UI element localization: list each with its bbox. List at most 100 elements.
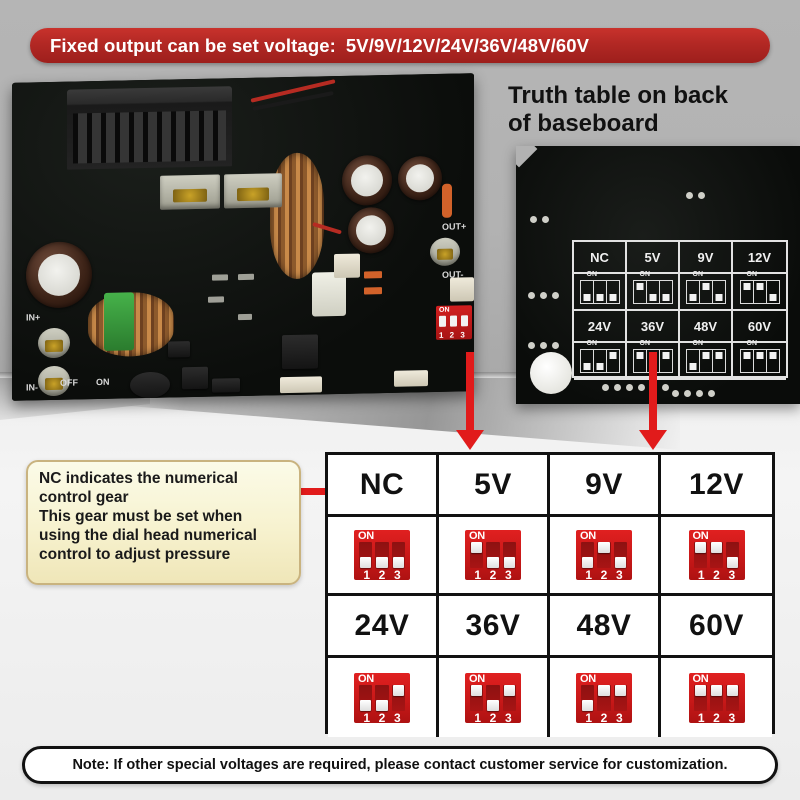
orange-component (442, 183, 452, 218)
silk-out-plus: OUT+ (442, 221, 467, 232)
board-dip-lever (439, 315, 446, 327)
board-dip-on-label: ON (439, 306, 450, 314)
green-inductor-core (104, 292, 134, 351)
ic-chip (212, 378, 240, 393)
smd-component (238, 273, 254, 281)
arrow-down-icon-12v (639, 352, 667, 450)
orange-component (364, 287, 382, 295)
banner-title: Fixed output can be set voltage: (50, 34, 336, 56)
headline: Truth table on back of baseboard (508, 82, 798, 138)
nc-note-line-1: NC indicates the numerical (39, 470, 238, 487)
bottom-note: Note: If other special voltages are requ… (22, 746, 778, 784)
nc-explanation-box: NC indicates the numerical control gear … (26, 460, 301, 585)
via-group (672, 390, 715, 397)
truth-table-cell-label: 36V (439, 596, 550, 658)
white-component (312, 271, 346, 317)
product-photo-board-back: NC 5V 9V 12V ON ON ON ON 24V 36V 48V 60V… (516, 146, 800, 404)
silk-cell-dip: ON (680, 271, 733, 311)
silk-cell-label: 36V (627, 311, 680, 343)
nc-note-line-3: This gear must be set when (39, 507, 243, 525)
silk-cell-label: 48V (680, 311, 733, 343)
truth-table-cell-label: 12V (661, 455, 772, 517)
banner: Fixed output can be set voltage: 5V/9V/1… (30, 28, 770, 63)
white-connector (280, 376, 322, 394)
silk-cell-label: 9V (680, 242, 733, 274)
bottom-note-text: Note: If other special voltages are requ… (72, 757, 728, 773)
orange-component (364, 271, 382, 279)
truth-table-cell-label: 24V (328, 596, 439, 658)
silk-on: ON (96, 376, 110, 388)
truth-table-cell-label: 48V (550, 596, 661, 658)
ic-chip (168, 341, 190, 358)
truth-table-cell-label: 9V (550, 455, 661, 517)
silk-in-plus: IN+ (26, 312, 41, 323)
silk-off: OFF (60, 377, 78, 388)
truth-table-cell-label: 60V (661, 596, 772, 658)
via-group (530, 216, 549, 223)
truth-table-cell-label: NC (328, 455, 439, 517)
ic-chip (282, 334, 318, 370)
board-dip-numbers: 1 2 3 (439, 330, 467, 340)
silk-cell-label: 5V (627, 242, 680, 274)
ic-chip (182, 366, 208, 390)
silk-cell-dip: ON (574, 340, 627, 380)
white-connector (394, 370, 428, 387)
large-solder-pad (530, 352, 572, 394)
smd-component (208, 296, 224, 303)
board-dip-switch: ON 1 2 3 (436, 305, 472, 340)
smd-component (212, 274, 228, 281)
silk-cell-label: NC (574, 242, 627, 274)
headline-line-1: Truth table on back (508, 82, 729, 109)
nc-note-line-5: control to adjust pressure (39, 545, 231, 563)
white-connector (334, 253, 360, 279)
dip-on-label: ON (469, 672, 485, 685)
via-group (528, 292, 559, 299)
dip-on-label: ON (358, 530, 374, 542)
heatsink (67, 86, 232, 170)
toroidal-inductor (270, 152, 324, 280)
headline-line-2: of baseboard (508, 109, 659, 137)
product-photo-main-board: IN+ IN- OUT+ OUT- OFF ON ON 1 2 3 (12, 73, 474, 401)
white-connector (450, 277, 474, 302)
screw-terminal (160, 174, 220, 210)
silk-cell-dip: ON (574, 271, 627, 311)
via-group (528, 342, 559, 349)
dip-on-label: ON (692, 530, 709, 542)
board-dip-lever (461, 315, 468, 327)
truth-table-cell-label: 5V (439, 455, 550, 517)
silk-cell-label: 24V (574, 311, 627, 343)
dip-on-label: ON (358, 672, 374, 685)
screw-terminal (224, 173, 282, 209)
dip-on-label: ON (580, 530, 596, 542)
arrow-down-icon-5v (456, 352, 484, 450)
silkscreen-truth-table: NC 5V 9V 12V ON ON ON ON 24V 36V 48V 60V… (572, 240, 788, 380)
silk-cell-dip: ON (733, 340, 786, 380)
dip-on-label: ON (580, 672, 596, 685)
silk-in-minus: IN- (26, 382, 38, 393)
board-dip-lever (450, 315, 457, 327)
nc-note-line-2: control gear (39, 488, 129, 506)
silk-cell-label: 60V (733, 311, 786, 343)
silk-cell-dip: ON (680, 340, 733, 380)
smd-component (238, 313, 252, 321)
silk-cell-label: 12V (733, 242, 786, 274)
via-group (686, 192, 705, 199)
silk-cell-dip: ON (627, 271, 680, 311)
dip-on-label: ON (692, 672, 709, 685)
banner-voltages: 5V/9V/12V/24V/36V/48V/60V (345, 34, 590, 56)
